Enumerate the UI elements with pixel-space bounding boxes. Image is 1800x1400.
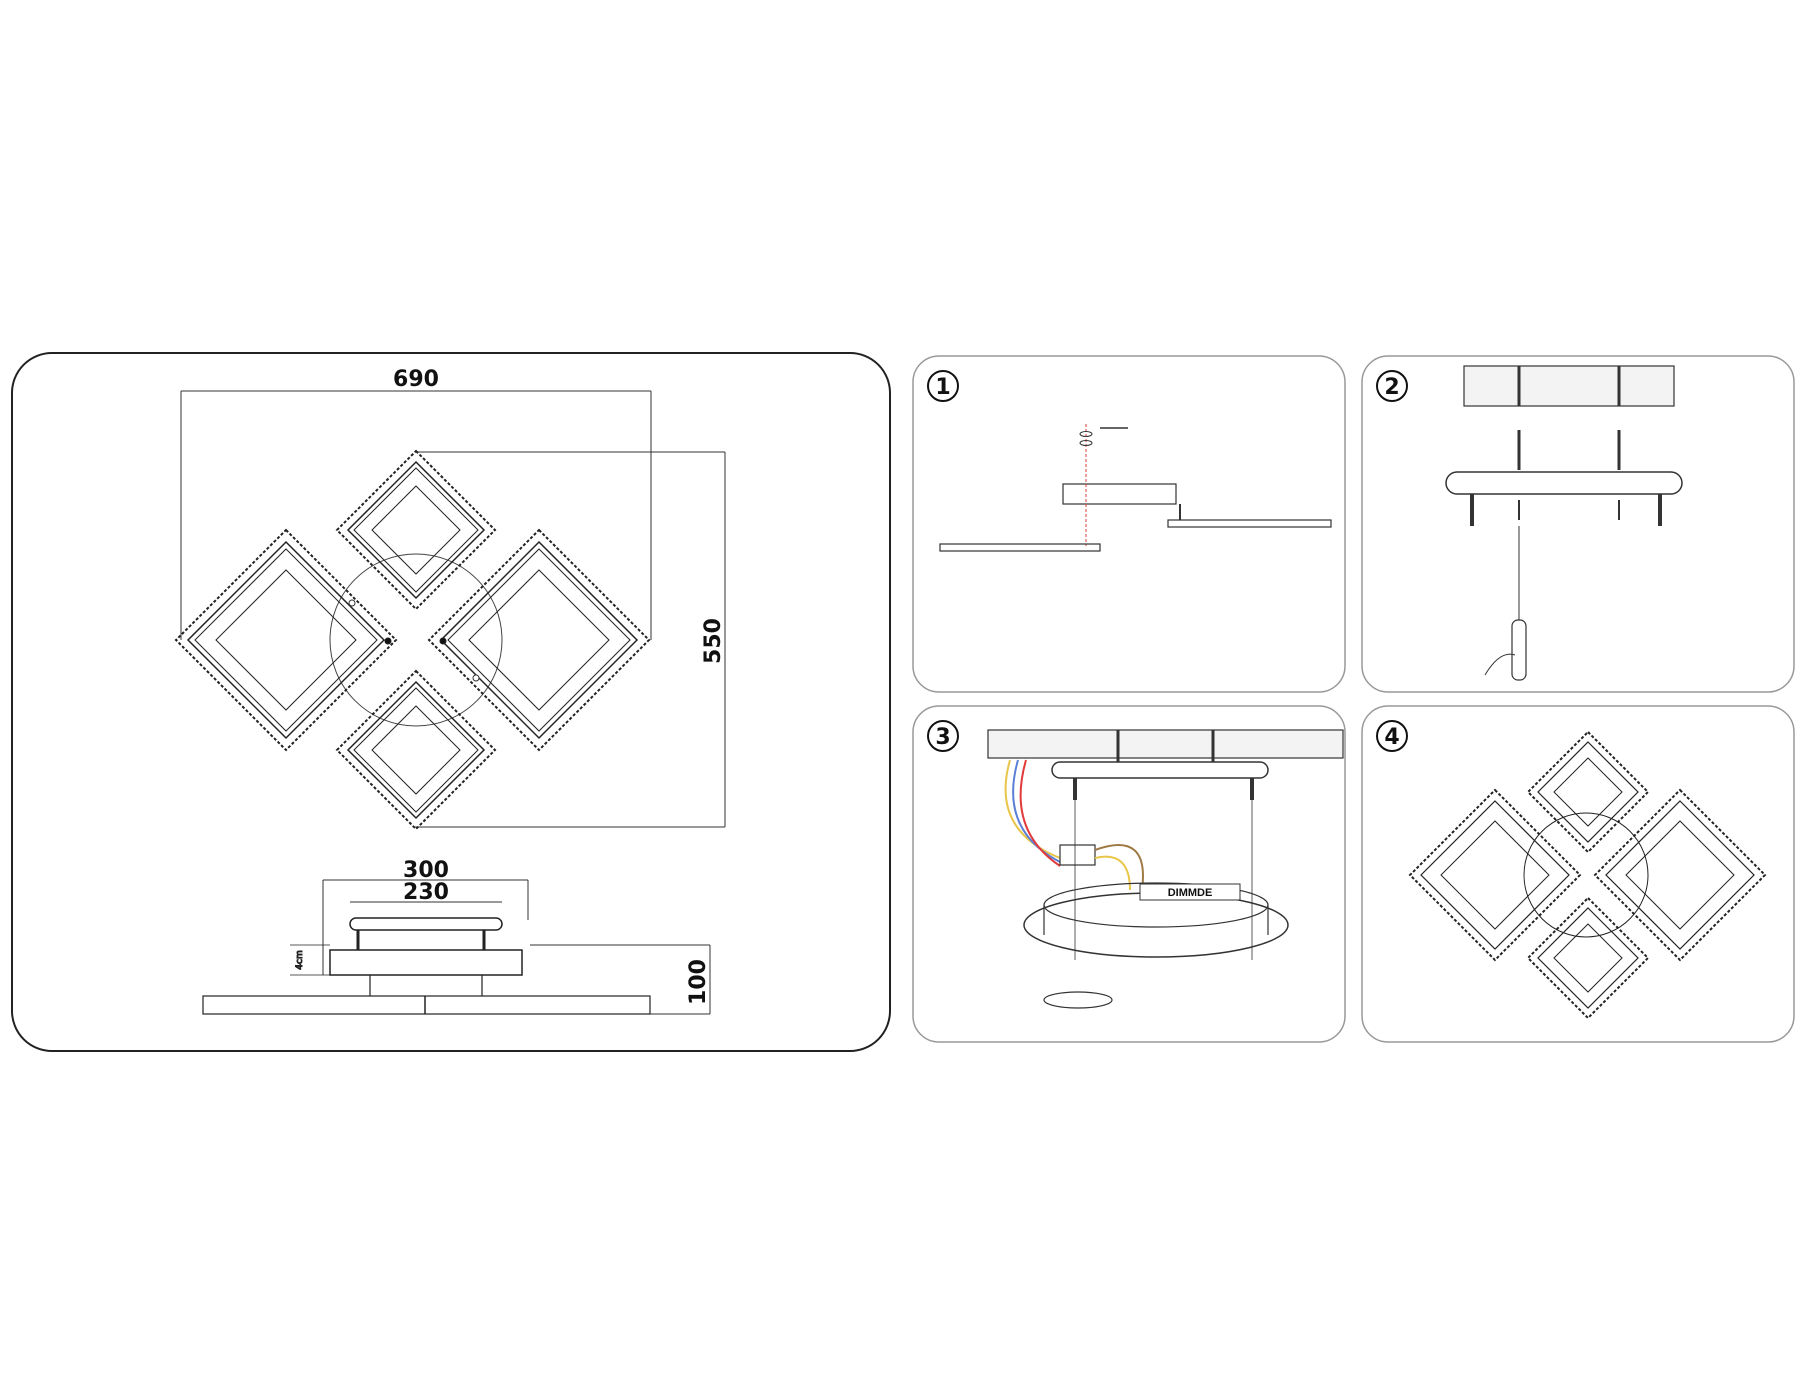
gap-label: 4cm xyxy=(295,950,305,969)
diamond-right xyxy=(427,528,651,752)
driver-label: DIMMDE xyxy=(1168,887,1213,899)
step-1-badge xyxy=(927,370,959,402)
step-4-drawing xyxy=(1408,730,1767,1020)
diamond-bottom xyxy=(335,669,497,831)
inner-width-label: 230 xyxy=(403,880,449,905)
dimension-panel: 690 550 xyxy=(11,352,891,1052)
step-4-badge xyxy=(1376,720,1408,752)
step-1-drawing xyxy=(939,424,1332,552)
step-3-number: 3 xyxy=(935,725,950,750)
height-dimension-label: 550 xyxy=(701,618,726,664)
lamp-side-view: 4cm xyxy=(202,917,651,1015)
step-1-number: 1 xyxy=(935,375,950,400)
diamond-top xyxy=(335,449,497,611)
step-3-badge xyxy=(927,720,959,752)
step-3-panel: 3 DIMMDE xyxy=(912,705,1346,1043)
step-1-panel: 1 xyxy=(912,355,1346,693)
outer-width-label: 300 xyxy=(403,858,449,883)
step-4-number: 4 xyxy=(1384,725,1399,750)
width-dimension-label: 690 xyxy=(393,367,439,392)
step-2-drawing xyxy=(1445,365,1683,681)
step-3-drawing xyxy=(987,729,1344,1009)
step-2-panel: 2 xyxy=(1361,355,1795,693)
step-2-number: 2 xyxy=(1384,375,1399,400)
step-2-badge xyxy=(1376,370,1408,402)
step-4-panel: 4 xyxy=(1361,705,1795,1043)
lamp-top-view xyxy=(174,449,651,831)
diamond-left xyxy=(174,528,398,752)
center-ring xyxy=(329,553,503,727)
depth-label: 100 xyxy=(686,959,711,1005)
